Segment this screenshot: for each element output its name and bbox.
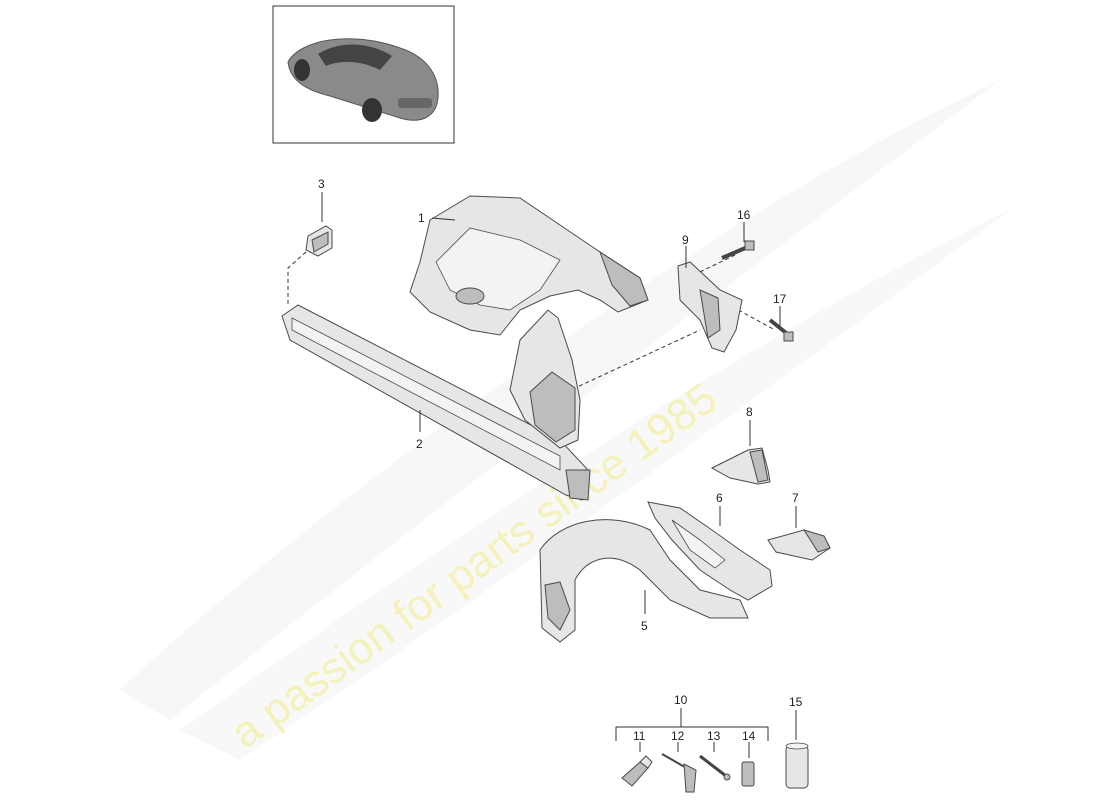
- callout-8: 8: [746, 405, 753, 419]
- part-3-bracket: [305, 225, 333, 257]
- part-1-wheelhouse: [409, 195, 649, 336]
- callout-11: 11: [633, 729, 646, 743]
- dash-line-3: [287, 251, 307, 305]
- callout-3: 3: [318, 177, 325, 191]
- part-9-hinge-bracket: [677, 261, 743, 353]
- car-thumbnail-icon: [287, 38, 439, 122]
- callout-12: 12: [671, 729, 685, 743]
- leader-lines: [321, 192, 797, 758]
- car-thumbnail: [272, 5, 455, 144]
- part-17-bolt: [768, 318, 794, 342]
- callout-5: 5: [641, 619, 648, 633]
- callout-16: 16: [737, 208, 751, 222]
- part-6-member: [647, 501, 773, 601]
- part-13-tool: [699, 754, 731, 781]
- callout-6: 6: [716, 491, 723, 505]
- dash-line-9: [559, 329, 701, 396]
- callout-14: 14: [742, 729, 756, 743]
- part-11-tube: [621, 755, 653, 787]
- callout-1: 1: [418, 211, 425, 225]
- callout-13: 13: [707, 729, 721, 743]
- callouts: 1 2 3 5 6 7 8 9 10 11 12 13 14 15 16 17: [318, 177, 803, 743]
- part-12-gun: [661, 753, 697, 793]
- part-15-canister: [785, 742, 809, 789]
- callout-10: 10: [674, 693, 688, 707]
- callout-9: 9: [682, 233, 689, 247]
- part-8-panel: [710, 447, 771, 485]
- callout-7: 7: [792, 491, 799, 505]
- part-7-bracket: [767, 529, 831, 561]
- part-14-cartridge: [741, 761, 755, 787]
- part-2-side-sill: [281, 304, 591, 501]
- part-5-wheel-arch: [539, 519, 749, 643]
- part-16-bolt: [721, 240, 755, 260]
- callout-17: 17: [773, 292, 787, 306]
- callout-2: 2: [416, 437, 423, 451]
- callout-15: 15: [789, 695, 803, 709]
